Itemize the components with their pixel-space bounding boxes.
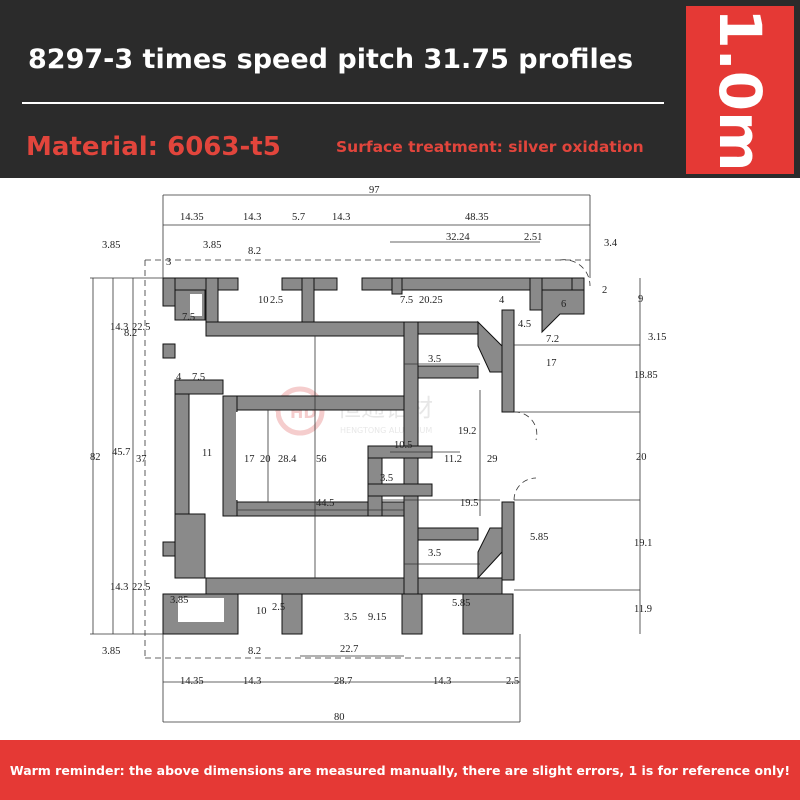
- dim-7-5-mid: 7.5: [400, 295, 413, 306]
- dim-32-24: 32.24: [446, 232, 470, 243]
- product-title: 8297-3 times speed pitch 31.75 profiles: [28, 44, 634, 75]
- dim-20-left: 20: [260, 454, 271, 465]
- dim-8-2-left: 8.2: [124, 328, 137, 339]
- dim-3-85-bottom: 3.85: [170, 595, 188, 606]
- dim-4-5: 4.5: [518, 319, 531, 330]
- dim-9-15: 9.15: [368, 612, 386, 623]
- surface-treatment-label: Surface treatment: silver oxidation: [336, 138, 644, 156]
- dimension-lines: [90, 194, 641, 723]
- dim-top-seg-1: 14.35: [180, 212, 204, 223]
- dim-3-15: 3.15: [648, 332, 666, 343]
- dim-bottom-seg-1: 14.35: [180, 676, 204, 687]
- dim-top-seg-3: 5.7: [292, 212, 305, 223]
- dim-11-9: 11.9: [634, 604, 652, 615]
- dim-5-85-upper: 5.85: [530, 532, 548, 543]
- dim-3-5-mid: 3.5: [380, 473, 393, 484]
- dim-28-4: 28.4: [278, 454, 297, 465]
- profile-drawing: HD 恒通铝材 HENGTONG ALUMINUM: [90, 185, 666, 723]
- dim-3-85-top: 3.85: [203, 240, 221, 251]
- dim-45-7: 45.7: [112, 447, 130, 458]
- dim-14-3-left-bottom: 14.3: [110, 582, 128, 593]
- length-badge: 1.0m: [686, 6, 794, 174]
- footer-reminder: Warm reminder: the above dimensions are …: [9, 763, 791, 778]
- dim-7-5-top: 7.5: [182, 312, 195, 323]
- title-divider: [22, 102, 664, 104]
- footer-banner: Warm reminder: the above dimensions are …: [0, 740, 800, 800]
- dim-11-2: 11.2: [444, 454, 462, 465]
- dim-3-5-lower: 3.5: [428, 548, 441, 559]
- length-value: 1.0m: [706, 8, 774, 172]
- dim-19-5: 19.5: [460, 498, 478, 509]
- dim-3-5-bottom: 3.5: [344, 612, 357, 623]
- dim-7-5-left: 7.5: [192, 372, 205, 383]
- dim-14-3-left-top: 14.3: [110, 322, 128, 333]
- dim-top-seg-2: 14.3: [243, 212, 261, 223]
- dim-3-4: 3.4: [604, 238, 618, 249]
- dim-top-seg-4: 14.3: [332, 212, 350, 223]
- material-label: Material: 6063-t5: [26, 132, 281, 162]
- dim-bottom-seg-4: 14.3: [433, 676, 451, 687]
- dim-19-2: 19.2: [458, 426, 476, 437]
- dim-22-7: 22.7: [340, 644, 358, 655]
- dim-4: 4: [499, 295, 505, 306]
- dim-9: 9: [638, 294, 643, 305]
- dim-3-85-left-bottom: 3.85: [102, 646, 120, 657]
- dim-bottom-seg-5: 2.5: [506, 676, 519, 687]
- dim-17-left: 17: [244, 454, 255, 465]
- dim-top-total: 97: [369, 185, 380, 196]
- dim-2-5-bottom: 2.5: [272, 602, 285, 613]
- dim-7-2: 7.2: [546, 334, 559, 345]
- dim-2: 2: [602, 285, 607, 296]
- dim-22-5-left-bottom: 22.5: [132, 582, 150, 593]
- watermark-brand-en: HENGTONG ALUMINUM: [340, 426, 432, 435]
- dim-17: 17: [546, 358, 557, 369]
- dim-10-top: 10: [258, 295, 269, 306]
- dim-56: 56: [316, 454, 327, 465]
- dimension-labels: 97 14.35 14.3 5.7 14.3 48.35 32.24 2.51 …: [90, 185, 666, 723]
- hidden-outline: [144, 259, 591, 659]
- profile-voids: [178, 294, 276, 622]
- dim-10-5: 10.5: [394, 440, 412, 451]
- dim-22-5-left-top: 22.5: [132, 322, 150, 333]
- aluminum-profile: [162, 277, 585, 635]
- dim-8-2-bottom: 8.2: [248, 646, 261, 657]
- dim-20-25: 20.25: [419, 295, 443, 306]
- dim-37: 37: [136, 454, 147, 465]
- dim-3-a: 3: [166, 257, 171, 268]
- header-banner: 8297-3 times speed pitch 31.75 profiles …: [0, 0, 800, 178]
- dim-19-1: 19.1: [634, 538, 652, 549]
- dim-5-85-lower: 5.85: [452, 598, 470, 609]
- dim-29: 29: [487, 454, 498, 465]
- dim-2-5-top: 2.5: [270, 295, 283, 306]
- dim-4-left: 4: [176, 372, 182, 383]
- dim-bottom-seg-3: 28.7: [334, 676, 352, 687]
- dim-2-51: 2.51: [524, 232, 542, 243]
- dim-8-2-top: 8.2: [248, 246, 261, 257]
- dim-top-seg-5: 48.35: [465, 212, 489, 223]
- dim-18-85: 18.85: [634, 370, 658, 381]
- dim-6: 6: [561, 299, 566, 310]
- dim-11: 11: [202, 448, 212, 459]
- dim-10-bottom: 10: [256, 606, 267, 617]
- dim-3-85-left: 3.85: [102, 240, 120, 251]
- dim-3-5-upper: 3.5: [428, 354, 441, 365]
- dim-44-5: 44.5: [316, 498, 334, 509]
- dim-bottom-seg-2: 14.3: [243, 676, 261, 687]
- dim-82: 82: [90, 452, 101, 463]
- dim-bottom-total: 80: [334, 712, 345, 723]
- dim-20-right: 20: [636, 452, 647, 463]
